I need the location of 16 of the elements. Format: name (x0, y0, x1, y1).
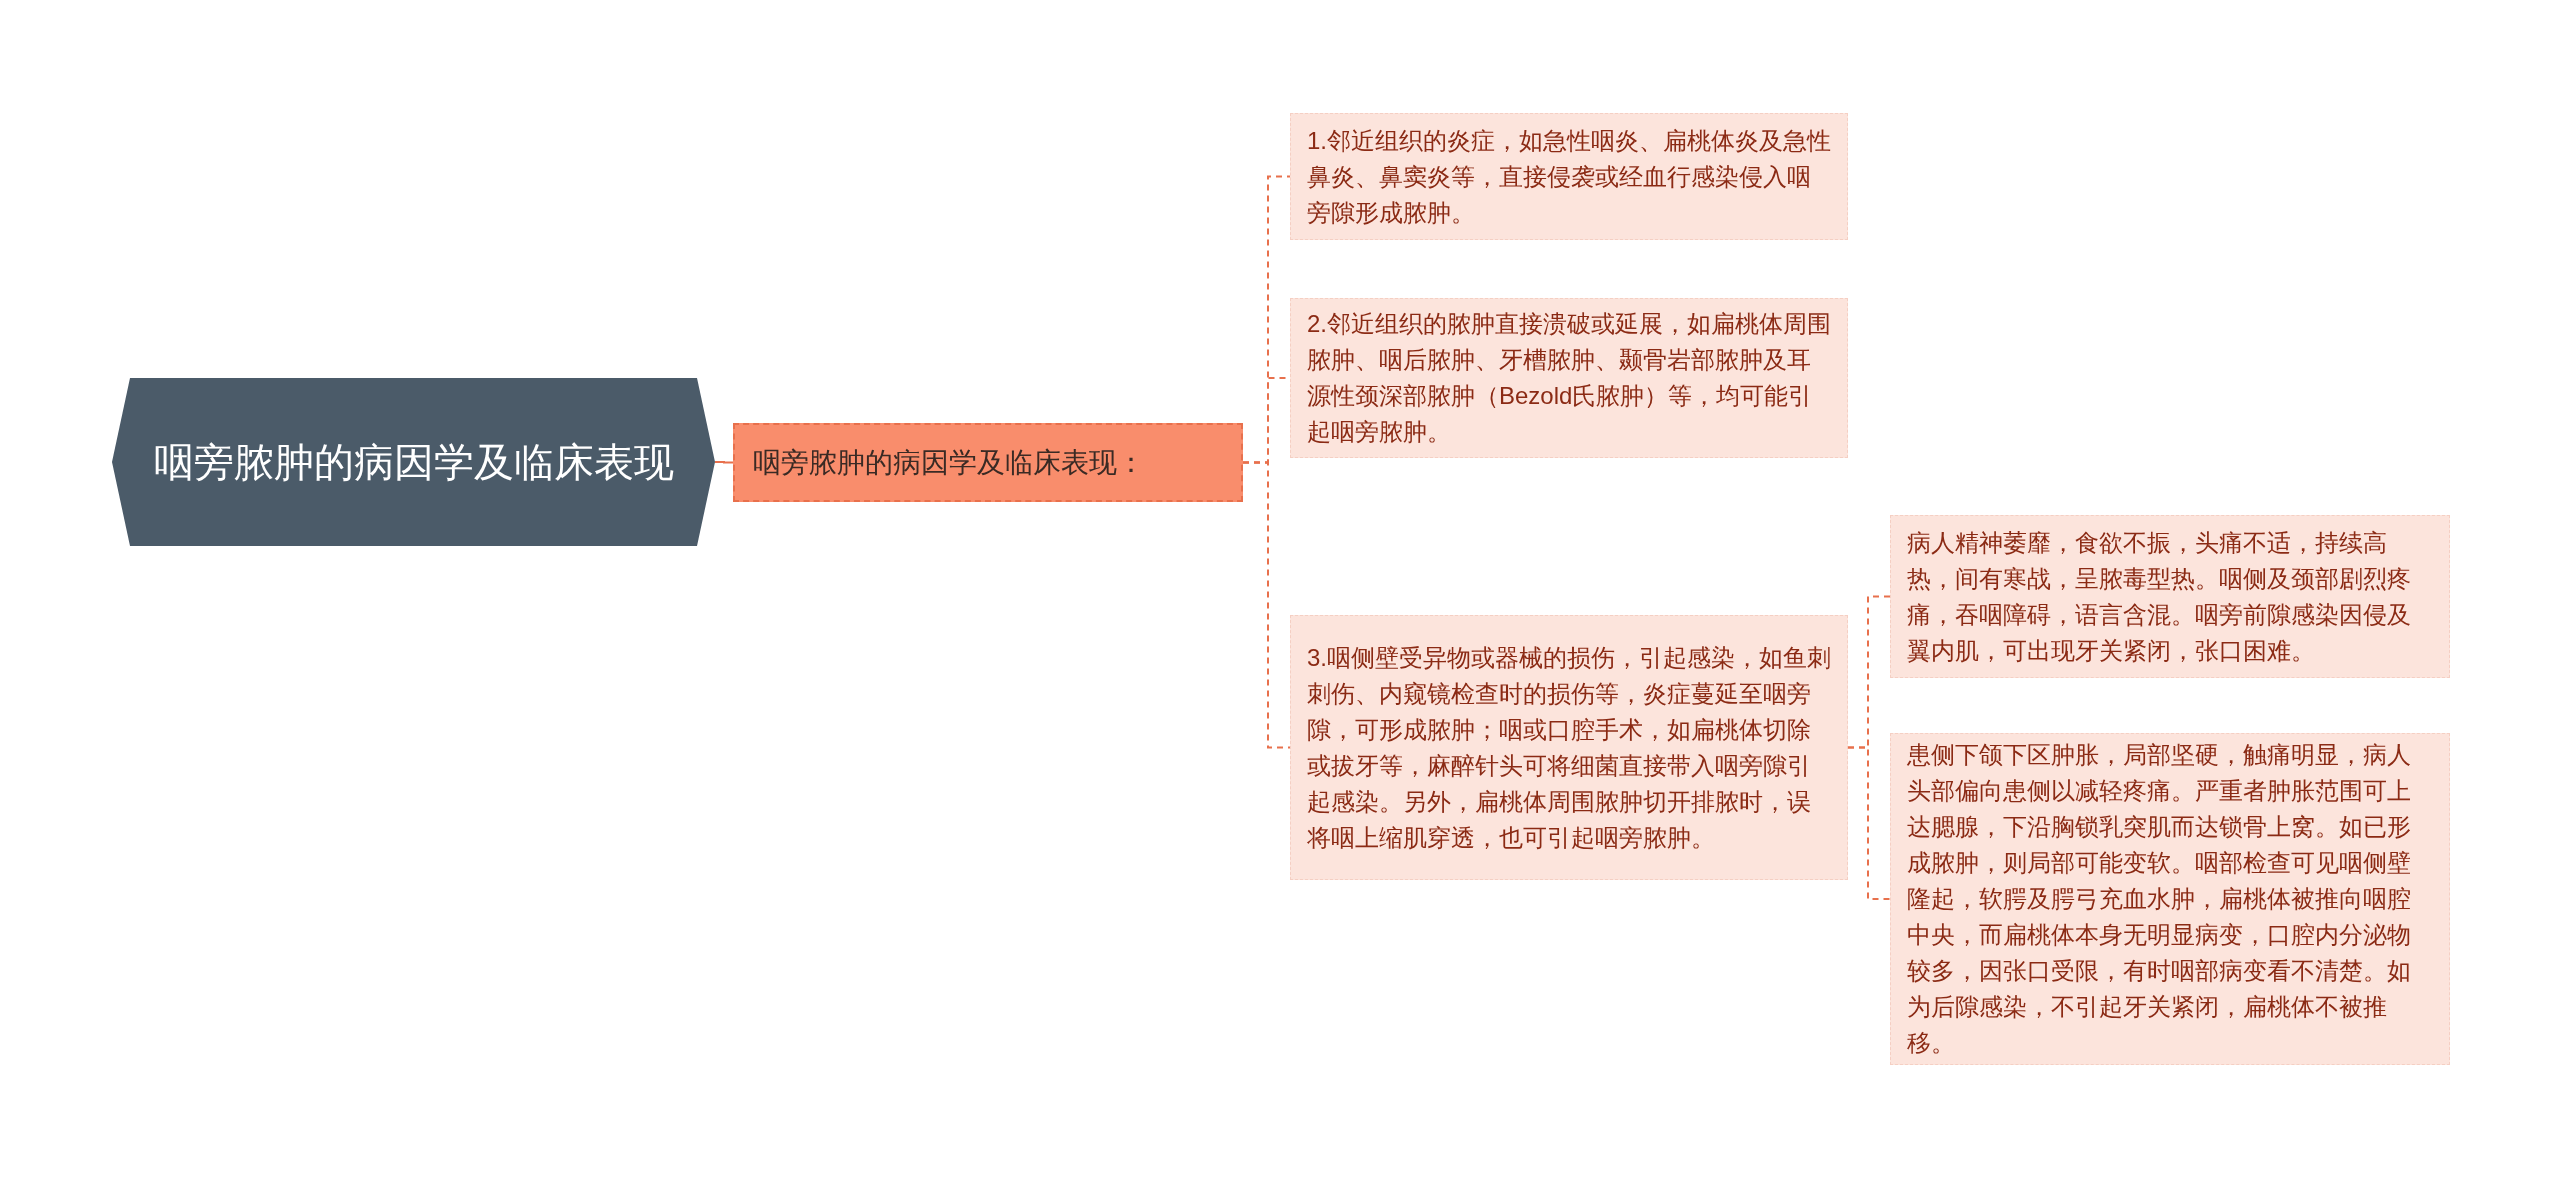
text-box (1890, 515, 2450, 678)
node-text: 咽旁脓肿的病因学及临床表现： (753, 445, 1146, 480)
node-text: 3.咽侧壁受异物或器械的损伤，引起感染，如鱼刺刺伤、内窥镜检查时的损伤等，炎症蔓延至咽旁隙，可形成脓肿；咽或口腔手术，如扁桃体切除或拔牙等，麻醉针头可将细菌直接带入咽旁隙引起感染。另外，扁桃体周围脓肿切开排脓时，误将咽上缩肌穿透，也可引起咽旁脓肿。 (1307, 642, 1831, 853)
node-text: 2.邻近组织的脓肿直接溃破或延展，如扁桃体周围脓肿、咽后脓肿、牙槽脓肿、颞骨岩部脓肿及耳源性颈深部脓肿（Bezold氏脓肿）等，均可能引起咽旁脓肿。 (1307, 309, 1831, 447)
node-text: 1.邻近组织的炎症，如急性咽炎、扁桃体炎及急性鼻炎、鼻窦炎等，直接侵袭或经血行感染侵入咽旁隙形成脓肿。 (1307, 125, 1831, 228)
connector-line (1847, 746, 1891, 900)
text-box (1290, 615, 1848, 880)
node-text: 患侧下颌下区肿胀，局部坚硬，触痛明显，病人头部偏向患侧以减轻疼痛。严重者肿胀范围可上达腮腺，下沿胸锁乳突肌而达锁骨上窝。如已形成脓肿，则局部可能变软。咽部检查可见咽侧壁隆起，软腭及腭弓充血水肿，扁桃体被推向咽腔中央，而扁桃体本身无明显病变，口腔内分泌物较多，因张口受限，有时咽部病变看不清楚。如为后隙感染，不引起牙关紧闭，扁桃体不被推移。 (1907, 740, 2412, 1058)
text-box (1290, 298, 1848, 458)
subtopic-box (733, 423, 1243, 502)
node-text: 病人精神萎靡，食欲不振，头痛不适，持续高热，间有寒战，呈脓毒型热。咽侧及颈部剧烈疼痛，吞咽障碍，语言含混。咽旁前隙感染因侵及翼内肌，可出现牙关紧闭，张口困难。 (1907, 527, 2412, 666)
node-text: 咽旁脓肿的病因学及临床表现 (152, 439, 675, 486)
connector-line (1242, 461, 1291, 749)
topic-hexagon (112, 378, 715, 546)
text-box (1290, 113, 1848, 240)
connector-line (714, 461, 734, 464)
